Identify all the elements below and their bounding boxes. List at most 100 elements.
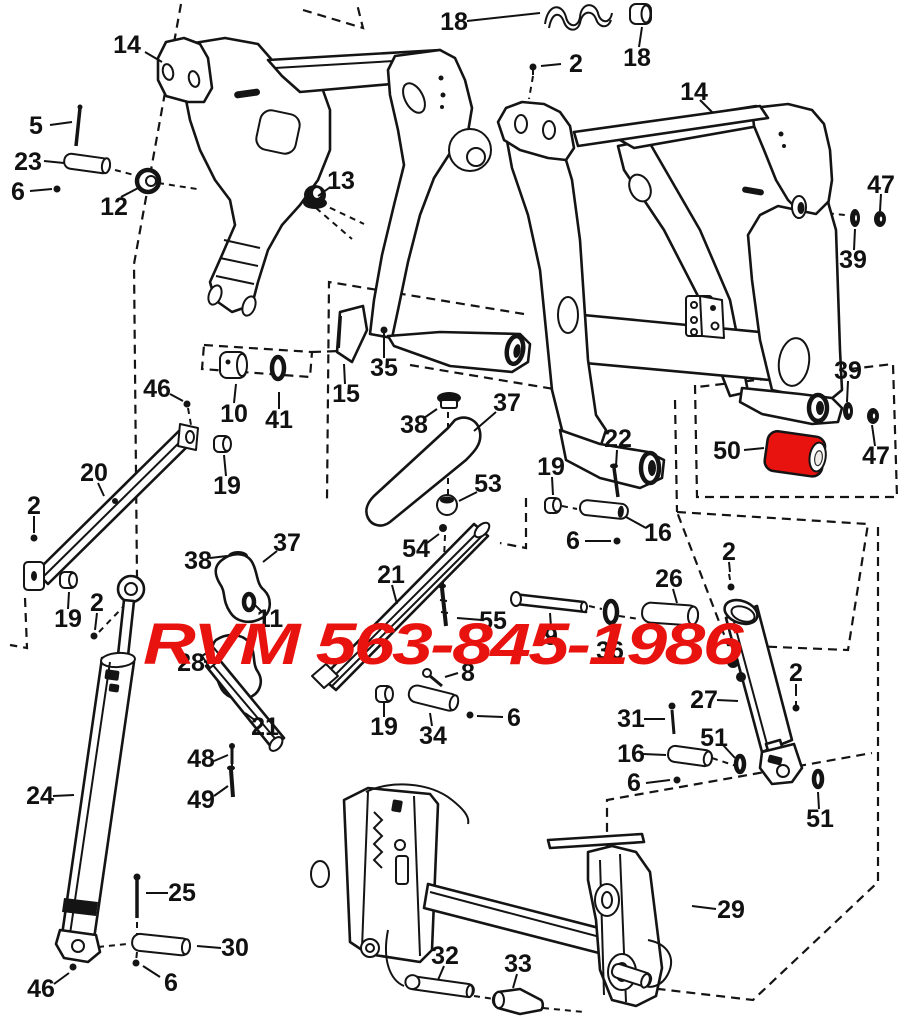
- label-55: 55: [479, 607, 507, 635]
- label-37-a: 37: [493, 389, 521, 417]
- label-19-d: 19: [537, 453, 565, 481]
- bolt-2d-part: [30, 534, 38, 542]
- pin-55-part: [438, 583, 449, 627]
- pin-5-part: [74, 104, 83, 147]
- bolt-6d-part: [132, 959, 140, 967]
- bushing-11-part: [241, 591, 257, 613]
- coil-spring-part: [544, 4, 613, 31]
- pin-32-part: [404, 974, 475, 999]
- label-36: 36: [596, 637, 624, 665]
- washer-39b-part: [843, 402, 853, 420]
- nut-47b-part: [867, 408, 879, 424]
- label-39-b: 39: [834, 357, 862, 385]
- label-19-c: 19: [370, 713, 398, 741]
- label-6-e: 6: [507, 704, 521, 732]
- label-19-b: 19: [54, 605, 82, 633]
- bolt-6b-part: [613, 537, 621, 545]
- label-6-d: 6: [164, 969, 178, 997]
- label-51-a: 51: [700, 724, 728, 752]
- bushing-10-part: [219, 351, 248, 379]
- label-39-a: 39: [839, 246, 867, 274]
- label-33: 33: [504, 950, 532, 978]
- pin-9-part: [510, 591, 588, 614]
- plate-15-part: [335, 304, 369, 364]
- label-38-a: 38: [400, 411, 428, 439]
- clip-8-part: [422, 668, 443, 688]
- label-21-b: 21: [377, 561, 405, 589]
- link-37a-part: [365, 416, 482, 527]
- label-38-b: 38: [184, 547, 212, 575]
- arm-left-foot-bushing: [504, 333, 526, 367]
- label-50: 50: [713, 437, 741, 465]
- washer-41-part: [269, 354, 287, 382]
- channel-21b-part: [311, 521, 491, 692]
- label-16-b: 16: [617, 740, 645, 768]
- lift-arm-left: [156, 36, 532, 374]
- nut-13-part: [303, 185, 327, 209]
- pin-34-part: [407, 684, 460, 712]
- bolt-31-part: [668, 702, 676, 735]
- label-21-a: 21: [251, 713, 279, 741]
- washer-51b-part: [811, 768, 825, 790]
- label-15: 15: [332, 380, 360, 408]
- grease-fitting-2a: [529, 63, 537, 75]
- label-25: 25: [168, 879, 196, 907]
- label-6-a: 6: [11, 178, 25, 206]
- label-27: 27: [690, 686, 718, 714]
- label-34: 34: [419, 722, 447, 750]
- bolt-6e-part: [466, 711, 474, 719]
- label-53: 53: [474, 470, 502, 498]
- bushing-33-part: [491, 987, 545, 1016]
- label-35: 35: [370, 354, 398, 382]
- label-46-a: 46: [143, 375, 171, 403]
- label-23: 23: [14, 148, 42, 176]
- cross-member-bracket: [685, 295, 725, 339]
- bolt-2b-part: [727, 583, 735, 591]
- leader-lines: [29, 12, 882, 989]
- label-31: 31: [617, 705, 645, 733]
- arm-middle-foot-bushing: [638, 450, 662, 486]
- label-2-b: 2: [722, 538, 736, 566]
- bolt-2c-part: [90, 632, 98, 640]
- label-41: 41: [265, 406, 293, 434]
- label-28: 28: [177, 649, 205, 677]
- lift-cylinder-24: [54, 574, 146, 964]
- label-18-b: 18: [623, 44, 651, 72]
- bolt-25-part: [133, 873, 141, 918]
- bolt-2e-part: [792, 704, 800, 712]
- label-26: 26: [655, 565, 683, 593]
- label-20: 20: [80, 459, 108, 487]
- label-10: 10: [220, 400, 248, 428]
- highlighted-bushing-50: [763, 430, 827, 478]
- lift-arm-right: [550, 102, 844, 426]
- label-14-left: 14: [113, 31, 141, 59]
- bolt-48-part: [229, 743, 235, 764]
- arm-right-pivot-hole: [806, 392, 830, 424]
- label-6-f: 6: [627, 769, 641, 797]
- grease-fitting-6a: [53, 185, 61, 193]
- label-48: 48: [187, 745, 215, 773]
- label-54: 54: [402, 535, 430, 563]
- spreader-bar-20: [23, 423, 199, 591]
- label-14-right: 14: [680, 78, 708, 106]
- label-29: 29: [717, 896, 745, 924]
- label-51-b: 51: [806, 805, 834, 833]
- frame-lower-pin-part: [610, 962, 653, 989]
- pin-30-part: [131, 932, 192, 957]
- bolt-6f-part: [673, 776, 681, 784]
- bolt-54-part: [439, 524, 447, 532]
- pin-16a-part: [578, 499, 629, 520]
- bushing-26-part: [641, 601, 700, 627]
- bolt-46a-part: [183, 400, 191, 408]
- washer-36-part: [602, 598, 620, 626]
- label-2-d: 2: [27, 492, 41, 520]
- bushing-19d-part: [544, 497, 562, 514]
- label-12: 12: [100, 193, 128, 221]
- mounting-frame-29: [310, 783, 673, 1008]
- label-37-b: 37: [273, 529, 301, 557]
- lift-arm-middle: [496, 100, 770, 490]
- callout-labels: 14 5 23 6 12 13 18 2 18 14 47 39 39 47 5…: [11, 8, 895, 1003]
- bolt-49-part: [227, 765, 235, 798]
- label-49: 49: [187, 786, 215, 814]
